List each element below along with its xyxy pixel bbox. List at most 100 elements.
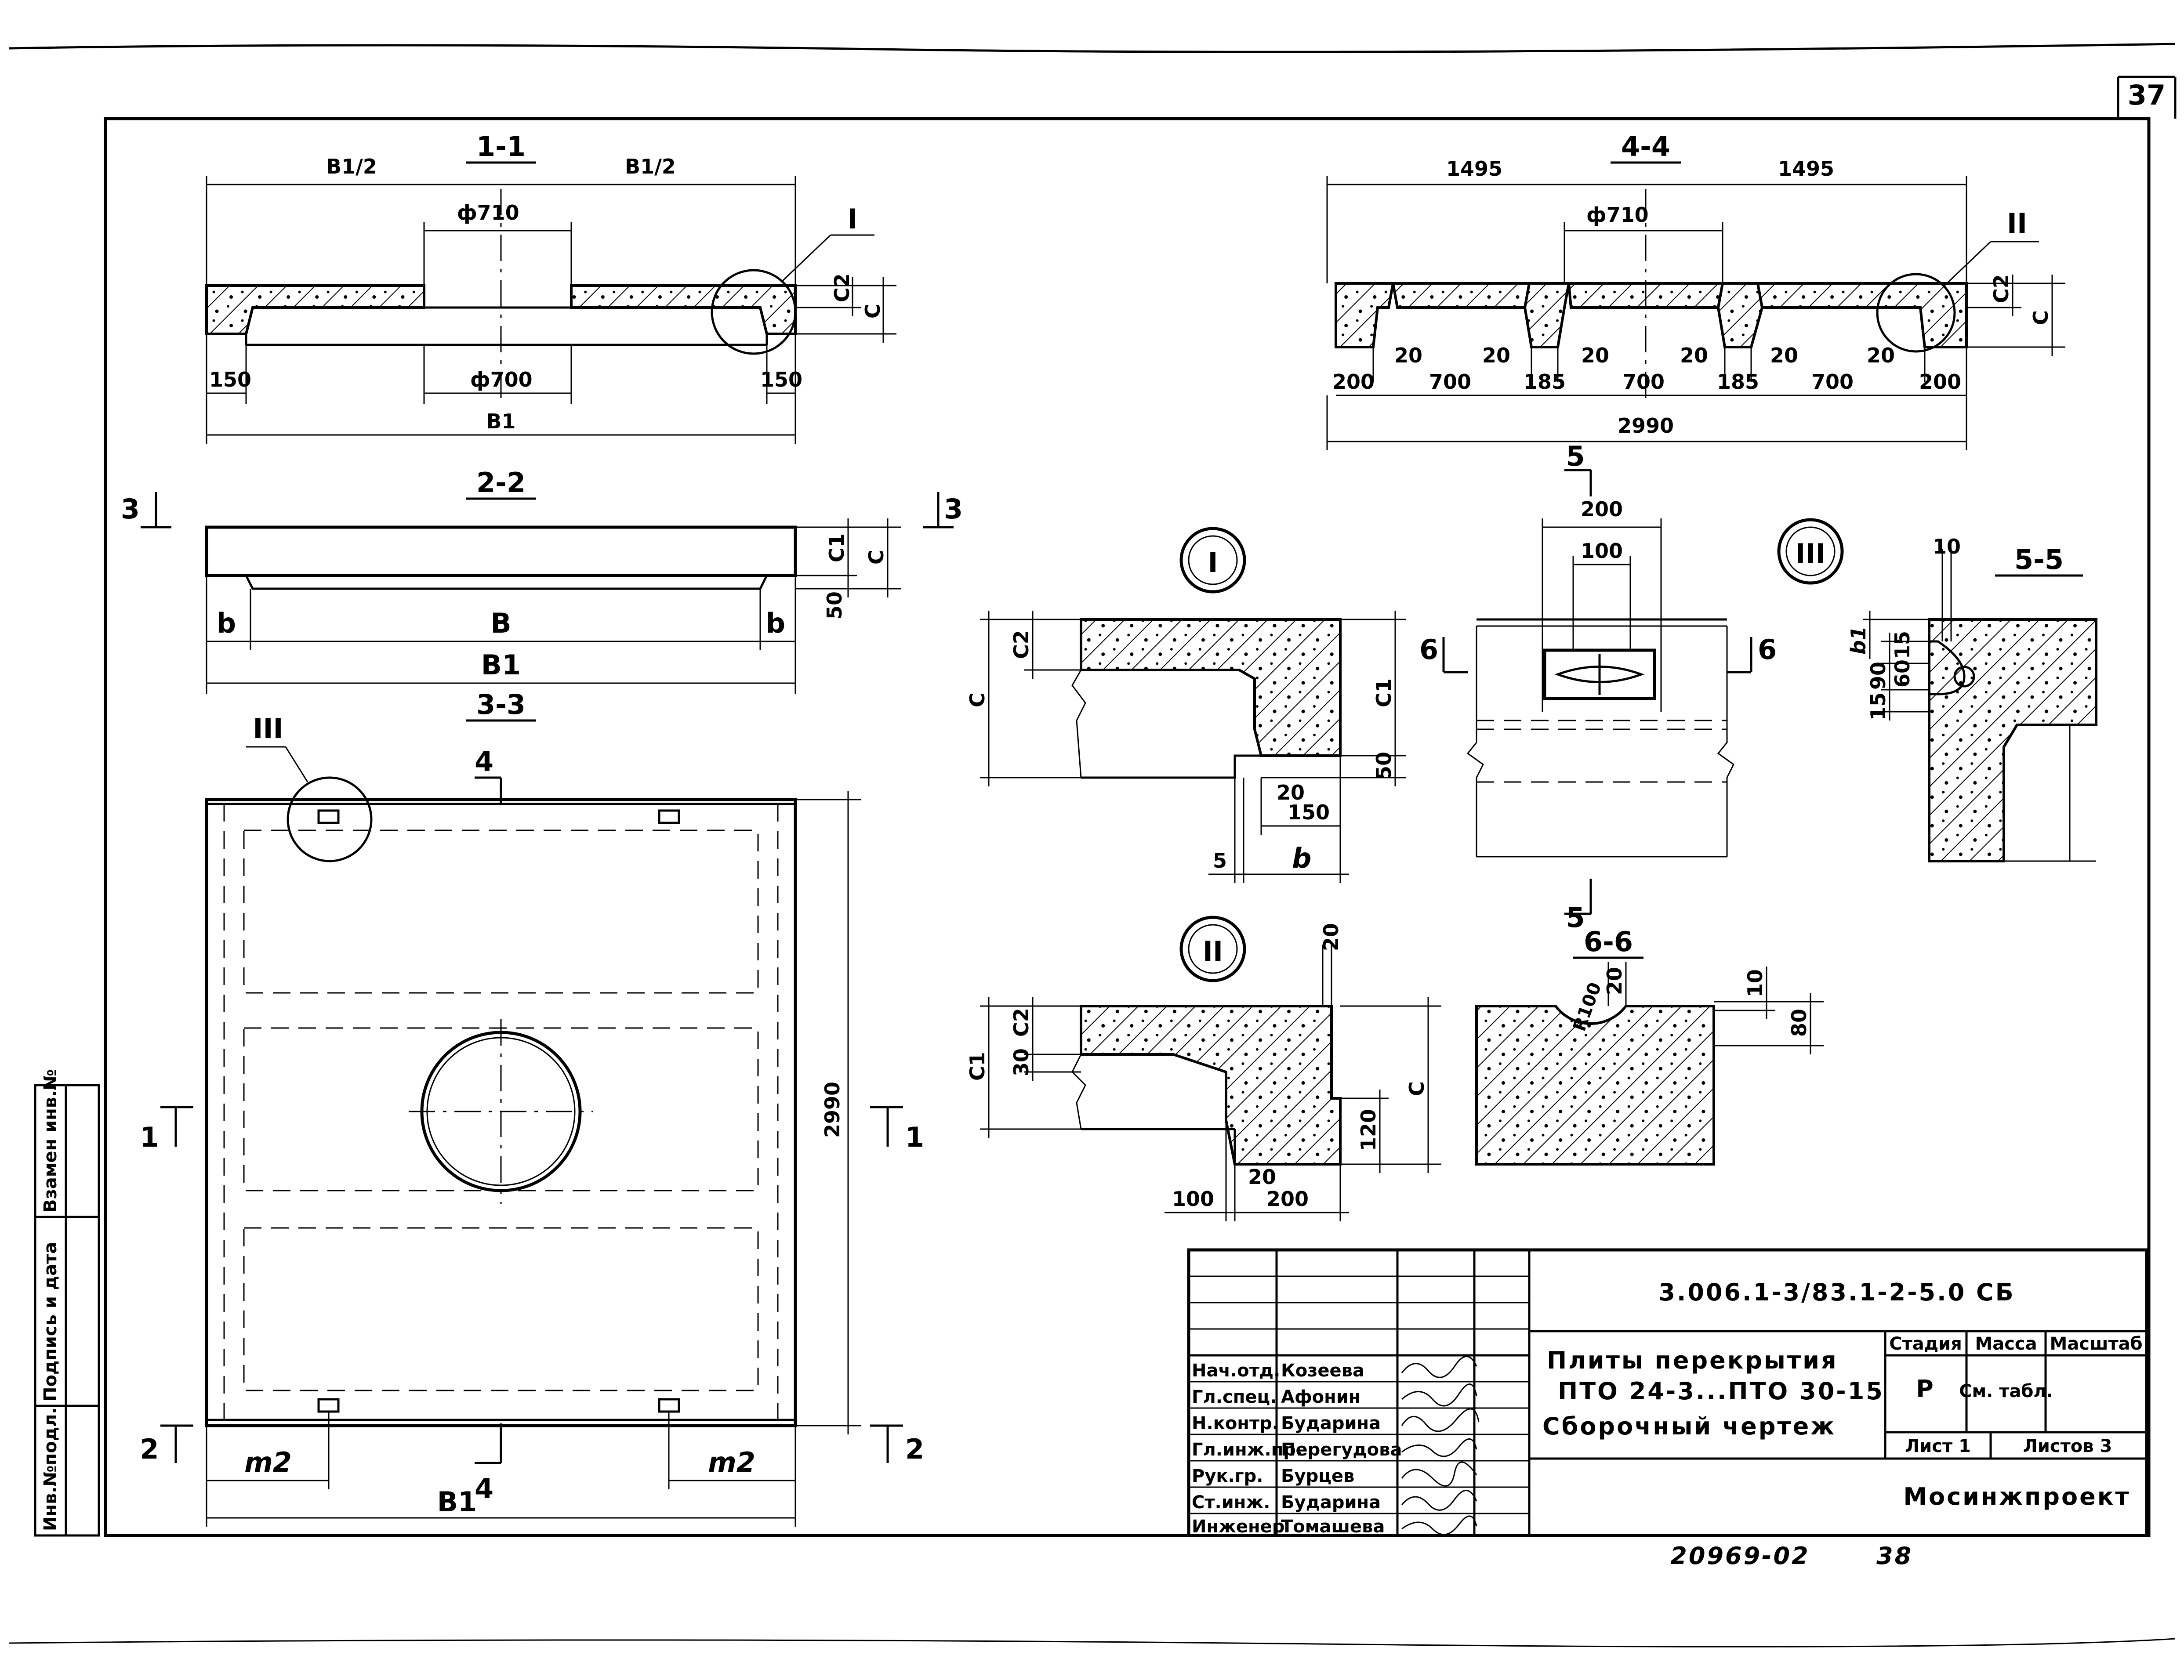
dim-c1: C1 <box>825 533 849 562</box>
section-5-view: 5 200 100 6 6 5 <box>1419 440 1777 934</box>
dim-top-dia-4: ф710 <box>1586 203 1649 227</box>
section-4-4: 4-4 II 1495 1495 ф710 200 20 700 20 185 <box>1326 130 2065 450</box>
plan-3-3: 3-3 III 4 4 1 1 2 <box>140 688 924 1527</box>
mass-value: См. табл. <box>1959 1381 2053 1401</box>
marker-1-left: 1 <box>140 1121 159 1153</box>
name-3: Перегудова <box>1281 1440 1402 1460</box>
name-4: Бурцев <box>1281 1466 1354 1486</box>
dim-m2-right: m2 <box>708 1446 755 1478</box>
dim-4-11: 20 <box>1867 344 1895 367</box>
archive-number: 20969-02 <box>1670 1542 1810 1570</box>
name-2: Бударина <box>1281 1413 1381 1434</box>
dim-c2: C2 <box>830 273 854 302</box>
detail-I-c2: C2 <box>1009 630 1033 659</box>
section-4-4-title: 4-4 <box>1621 130 1670 163</box>
dim-top-dia: ф710 <box>457 201 519 224</box>
title-block: 3.006.1-3/83.1-2-5.0 СБ Плиты перекрытия… <box>1187 1248 2148 1537</box>
mass-header: Масса <box>1975 1334 2037 1354</box>
sheet-label: Лист 1 <box>1905 1436 1971 1456</box>
name-5: Бударина <box>1281 1492 1381 1513</box>
marker-6-right: 6 <box>1758 634 1777 666</box>
detail-II-200: 200 <box>1266 1187 1309 1211</box>
detail-II-30: 30 <box>1009 1048 1033 1076</box>
section-6-6-20: 20 <box>1603 967 1626 995</box>
dim-4-5: 20 <box>1581 344 1609 367</box>
dim-4-10: 700 <box>1811 370 1854 394</box>
role-5: Ст.инж. <box>1192 1492 1270 1513</box>
dim-2990-plan: 2990 <box>820 1082 844 1138</box>
marker-2-right: 2 <box>905 1433 924 1465</box>
section-5-5-60: 60 <box>1890 659 1914 688</box>
role-0: Нач.отд. <box>1192 1361 1280 1381</box>
section-6-6-80: 80 <box>1787 1009 1811 1037</box>
dim-4-9: 20 <box>1770 344 1798 367</box>
detail-II-120: 120 <box>1357 1109 1380 1151</box>
dim-1495-right: 1495 <box>1778 157 1834 181</box>
dim-b1-plan: B1 <box>437 1486 477 1518</box>
section-5-5-15b: 15 <box>1866 692 1890 721</box>
callout-I-1: I <box>847 203 857 235</box>
dim-c: C <box>861 304 885 319</box>
dim-4-8: 185 <box>1717 370 1759 394</box>
marker-5-bottom: 5 <box>1566 902 1585 934</box>
dim-2990-4: 2990 <box>1618 414 1674 438</box>
signatures <box>1401 1356 1480 1535</box>
detail-II-c: C <box>1405 1081 1429 1096</box>
detail-I-c: C <box>965 692 989 707</box>
sheets-label: Листов 3 <box>2023 1436 2112 1456</box>
detail-II-c1: C1 <box>965 1052 989 1081</box>
organization: Мосинжпроект <box>1903 1483 2130 1510</box>
marker-4-top: 4 <box>475 746 493 778</box>
detail-I-150: 150 <box>1288 800 1330 824</box>
section-5-5-15a: 15 <box>1890 631 1914 659</box>
dim-c-2: C <box>864 550 888 565</box>
dim-4-3: 20 <box>1482 344 1510 367</box>
section-1-1-title: 1-1 <box>476 130 526 163</box>
dim-1495-left: 1495 <box>1446 157 1502 181</box>
detail-I-5: 5 <box>1213 849 1227 873</box>
dim-4-6: 700 <box>1622 370 1665 394</box>
doc-code: 3.006.1-3/83.1-2-5.0 СБ <box>1658 1278 2015 1306</box>
role-6: Инженер <box>1192 1517 1284 1537</box>
stage-value: Р <box>1916 1375 1935 1403</box>
marker-4-bottom: 4 <box>475 1473 493 1505</box>
title-line-1: Плиты перекрытия <box>1547 1347 1838 1374</box>
section-1-1: 1-1 I B1/2 B1/2 ф710 150 150 ф700 <box>205 130 896 444</box>
dim-4-1: 20 <box>1394 344 1422 367</box>
dim-c-4: C <box>2029 310 2053 325</box>
stamp-sign: Подпись и дата <box>40 1242 61 1401</box>
dim-b1-half-left: B1/2 <box>326 155 377 178</box>
marker-3-right: 3 <box>944 493 963 525</box>
name-1: Афонин <box>1281 1387 1360 1407</box>
detail-II-20-top: 20 <box>1319 923 1343 951</box>
section-2-2-title: 2-2 <box>476 467 526 499</box>
sheet-frame: 37 <box>8 43 2177 1647</box>
detail-I-c1: C1 <box>1372 678 1396 707</box>
dim-b-right: b <box>766 607 785 639</box>
page-number: 37 <box>2128 79 2166 111</box>
dim-b-left: b <box>217 607 236 639</box>
dim-edge-left: 150 <box>209 368 251 391</box>
section-5-5-90: 90 <box>1866 662 1890 690</box>
view-200: 200 <box>1581 497 1623 521</box>
dim-4-7: 20 <box>1680 344 1708 367</box>
detail-I-20: 20 <box>1277 781 1305 804</box>
detail-II: II 20 C1 C2 30 C 120 100 20 200 <box>965 916 1441 1221</box>
dim-4-0: 200 <box>1332 370 1375 394</box>
name-0: Козеева <box>1281 1361 1364 1381</box>
view-100: 100 <box>1581 539 1623 563</box>
detail-I-b: b <box>1292 842 1311 874</box>
title-line-3: Сборочный чертеж <box>1542 1412 1836 1440</box>
archive-notes: 20969-02 38 <box>1670 1542 1911 1570</box>
dim-bottom-dia: ф700 <box>470 368 533 391</box>
side-stamp: Инв.№подл. Подпись и дата Взамен инв.№ <box>34 1069 100 1537</box>
detail-II-100: 100 <box>1172 1187 1214 1211</box>
detail-III-section-5-5: III 5-5 10 b1 15 60 90 15 <box>1777 518 2097 862</box>
section-5-5-b1: b1 <box>1847 626 1870 655</box>
dim-c2-4: C2 <box>1989 274 2013 303</box>
detail-II-c2: C2 <box>1009 1008 1033 1037</box>
plan-3-3-title: 3-3 <box>476 688 526 721</box>
section-2-2: 2-2 3 3 C1 C 50 b B b B1 <box>121 467 963 694</box>
marker-5-top: 5 <box>1566 440 1585 472</box>
